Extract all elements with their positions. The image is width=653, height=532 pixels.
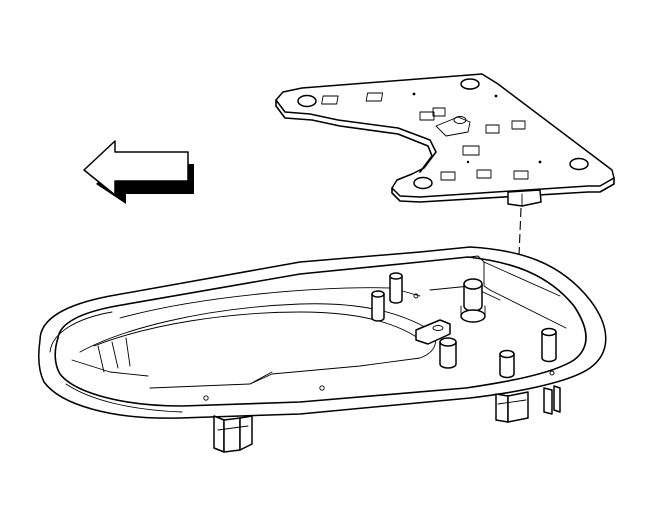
direction-arrow-icon (83, 140, 194, 204)
post-center (371, 290, 385, 322)
post-pin-lower (439, 337, 457, 369)
circuit-plate (275, 73, 615, 207)
post-right (541, 327, 557, 363)
housing-tray (38, 246, 607, 453)
post-front (499, 349, 515, 379)
bottom-connector-left (213, 415, 253, 453)
post-left (389, 272, 403, 304)
post-pin-upper (460, 278, 486, 323)
bottom-connector-right (495, 385, 561, 423)
